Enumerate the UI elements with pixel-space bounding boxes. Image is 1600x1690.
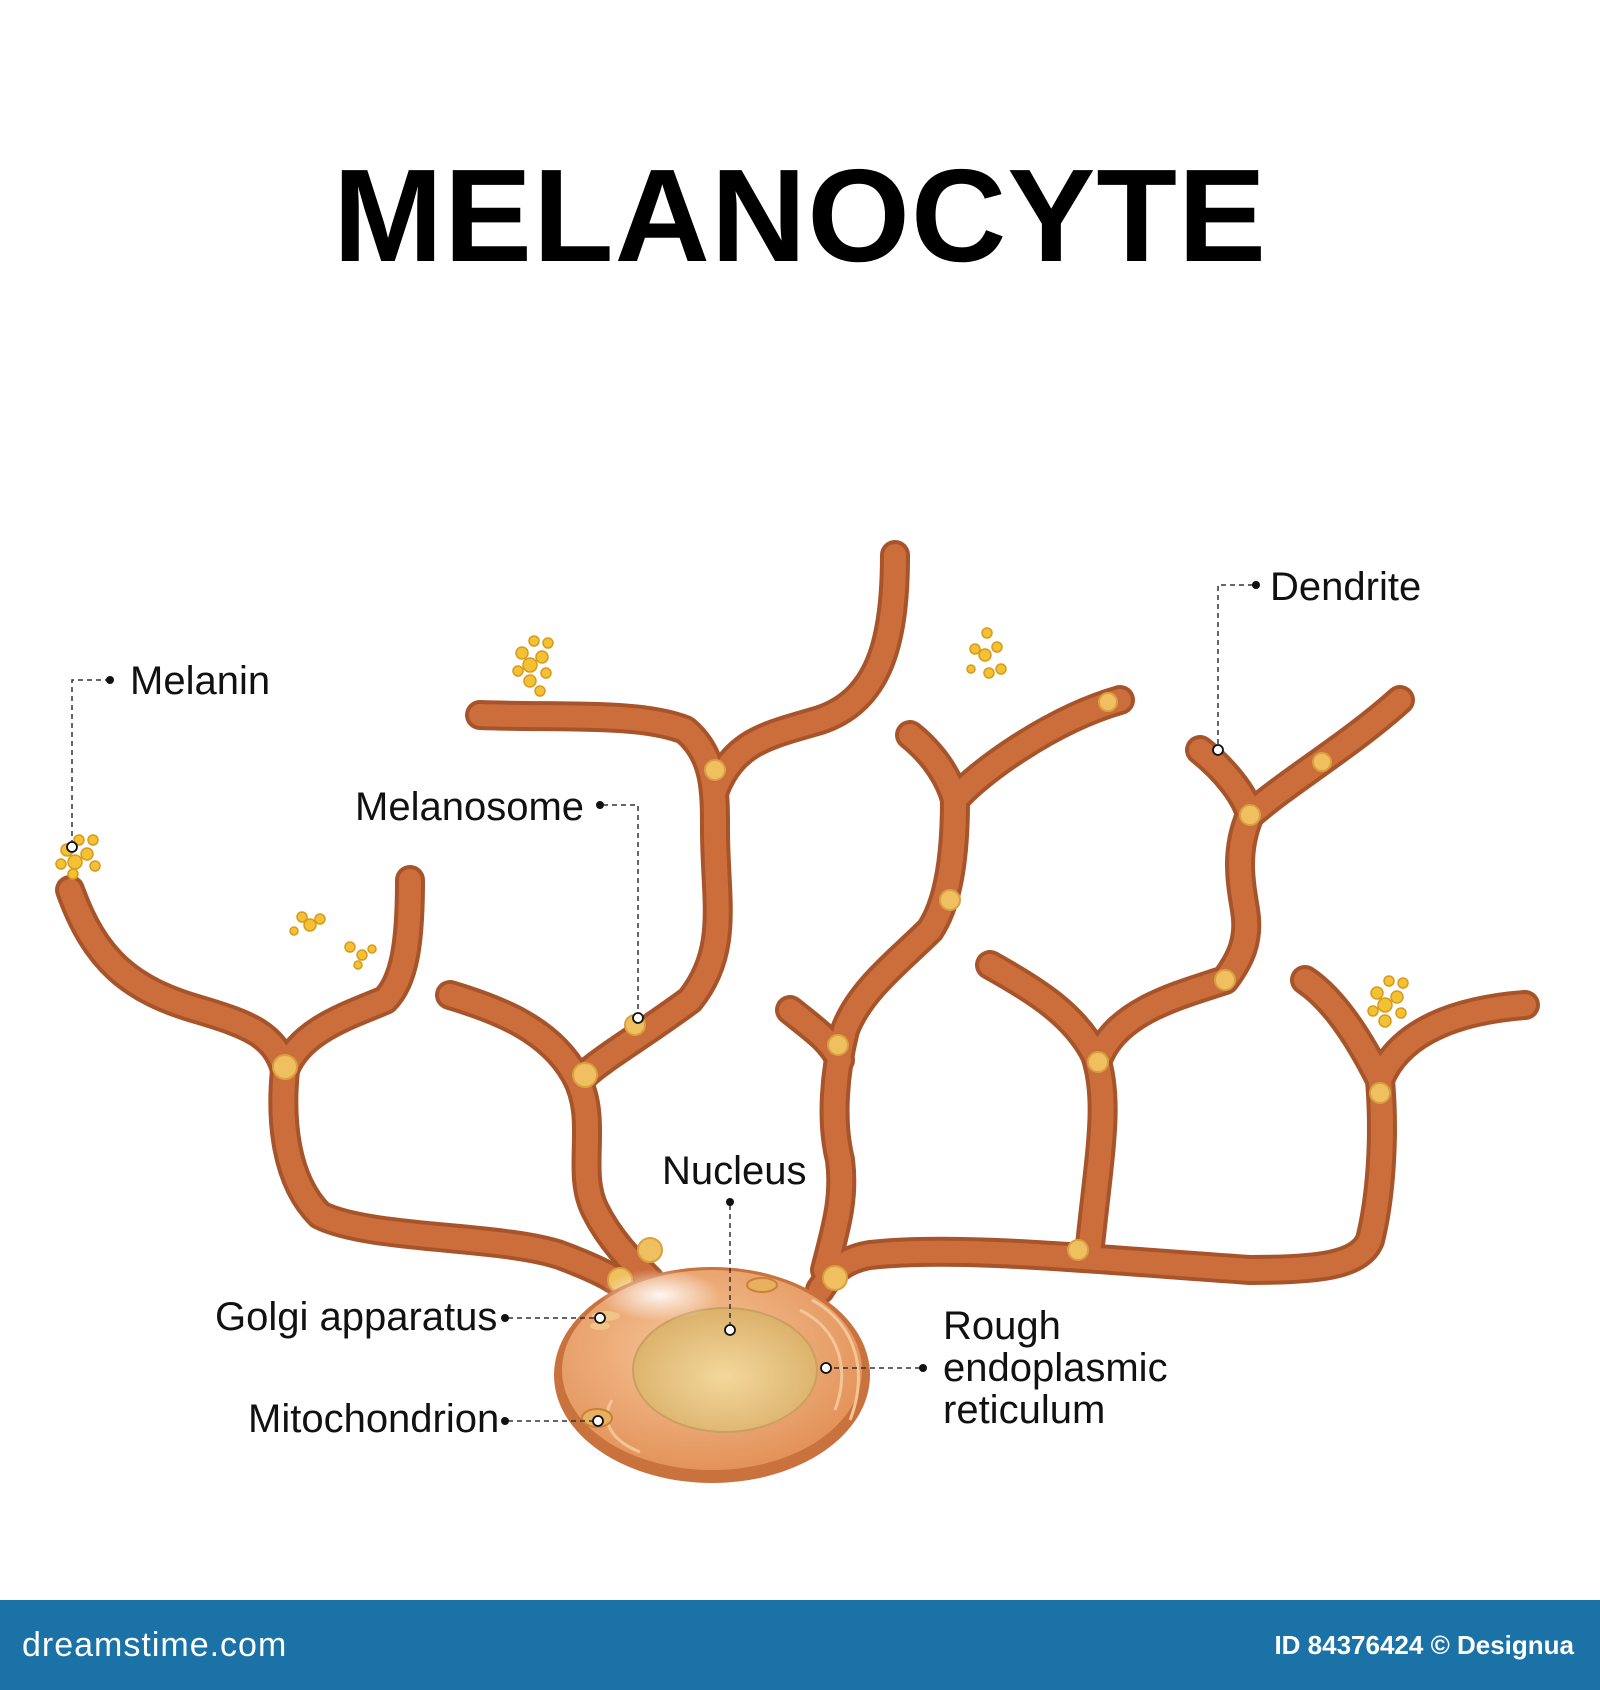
- label-melanin: Melanin: [130, 659, 271, 703]
- label-melanosome: Melanosome: [355, 785, 585, 829]
- cell-body: [554, 1267, 870, 1483]
- label-rough-er: Rough endoplasmic reticulum: [943, 1305, 1168, 1431]
- melanocyte-illustration: [55, 540, 1540, 1483]
- leader-lines: [71, 584, 1253, 1422]
- diagram-title: MELANOCYTE: [333, 142, 1267, 289]
- label-golgi-apparatus: Golgi apparatus: [215, 1295, 498, 1339]
- label-nucleus: Nucleus: [662, 1149, 807, 1193]
- footer-credit: ID 84376424 © Designua: [1274, 1630, 1574, 1660]
- melanosomes: [272, 692, 1391, 1293]
- label-dendrite: Dendrite: [1270, 565, 1422, 609]
- label-mitochondrion: Mitochondrion: [248, 1397, 500, 1441]
- label-rough-er-line3: reticulum: [943, 1388, 1106, 1432]
- footer-brand[interactable]: dreamstime.com: [22, 1626, 288, 1664]
- leader-dots-filled: [106, 581, 1260, 1425]
- label-rough-er-line2: endoplasmic: [943, 1346, 1168, 1390]
- rough-er-lines: [605, 1298, 860, 1454]
- nucleus-shape: [632, 1307, 818, 1433]
- melanin-granules: [55, 627, 1409, 1028]
- label-rough-er-line1: Rough: [943, 1304, 1061, 1348]
- leader-dots-open: [66, 744, 1224, 1427]
- footer-bar: dreamstime.com ID 84376424 © Designua: [0, 1600, 1600, 1690]
